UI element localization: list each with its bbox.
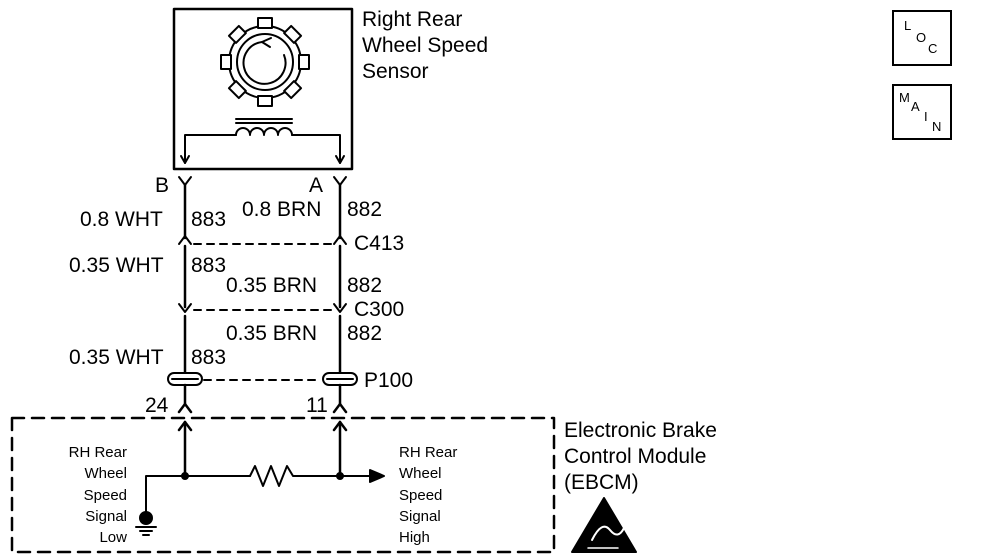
pin-11: 11 xyxy=(306,394,328,417)
wire-882-circuit-1: 882 xyxy=(347,198,383,221)
connector-p100 xyxy=(167,372,358,386)
coil-leads xyxy=(180,134,345,164)
terminal-a: A xyxy=(309,174,324,197)
terminal-b: B xyxy=(155,174,170,197)
wire-883-color-3: 0.35 WHT xyxy=(69,346,164,369)
wire-882-circuit-2: 882 xyxy=(347,274,383,297)
signal-high-line-5: High xyxy=(399,529,430,547)
loc-letter-c: C xyxy=(928,41,938,56)
main-letter-i: I xyxy=(924,109,928,124)
sensor-name-line-1: Right Rear xyxy=(362,8,463,31)
wire-882-color-2: 0.35 BRN xyxy=(226,274,318,297)
module-leads xyxy=(177,383,348,478)
signal-low-label: RH Rear Wheel Speed Signal Low xyxy=(69,442,127,548)
wire-883-circuit-2: 883 xyxy=(191,254,227,277)
ebcm-box xyxy=(10,416,556,554)
wire-882-circuit-3: 882 xyxy=(347,322,383,345)
esd-warning-icon xyxy=(571,497,637,553)
sensor-tone-wheel-icon xyxy=(220,17,310,107)
wire-883-color-1: 0.8 WHT xyxy=(80,208,163,231)
signal-high-line-4: Signal xyxy=(399,507,441,525)
sensor-name-line-3: Sensor xyxy=(362,60,429,83)
wire-882-color-3: 0.35 BRN xyxy=(226,322,318,345)
main-letter-n: N xyxy=(932,119,942,134)
wire-883-circuit-1: 883 xyxy=(191,208,227,231)
signal-high-line-2: Wheel xyxy=(399,465,442,483)
sensor-name: Right Rear Wheel Speed Sensor xyxy=(362,7,488,85)
signal-high-label: RH Rear Wheel Speed Signal High xyxy=(399,442,457,548)
main-button[interactable]: M A I N xyxy=(892,84,952,140)
signal-low-line-3: Speed xyxy=(83,486,127,504)
main-letter-a: A xyxy=(911,99,920,114)
signal-low-line-4: Signal xyxy=(85,507,127,525)
connector-p100-label: P100 xyxy=(364,369,414,392)
module-name-line-3: (EBCM) xyxy=(564,471,639,494)
signal-low-line-2: Wheel xyxy=(84,465,127,483)
connector-c300 xyxy=(178,303,347,313)
ebcm-internal-circuit xyxy=(145,469,385,513)
connector-c413-label: C413 xyxy=(354,232,405,255)
ground-icon xyxy=(135,511,157,536)
wire-882-color-1: 0.8 BRN xyxy=(242,198,322,221)
sensor-name-line-2: Wheel Speed xyxy=(362,34,489,57)
module-name-line-1: Electronic Brake xyxy=(564,419,717,442)
loc-letter-o: O xyxy=(916,30,927,45)
coil-icon xyxy=(235,118,293,136)
signal-high-line-3: Speed xyxy=(399,486,443,504)
signal-low-line-1: RH Rear xyxy=(68,444,127,461)
signal-high-line-1: RH Rear xyxy=(399,444,458,461)
sensor-box xyxy=(172,7,354,171)
signal-low-line-5: Low xyxy=(99,529,127,547)
connector-c413 xyxy=(178,235,347,245)
module-name: Electronic Brake Control Module (EBCM) xyxy=(564,418,717,496)
main-letter-m: M xyxy=(899,90,910,105)
wire-883-color-2: 0.35 WHT xyxy=(69,254,164,277)
wire-883-circuit-3: 883 xyxy=(191,346,227,369)
pin-24: 24 xyxy=(145,394,169,417)
module-name-line-2: Control Module xyxy=(564,445,707,468)
resistor-icon xyxy=(249,465,297,487)
connector-c300-label: C300 xyxy=(354,298,405,321)
loc-button[interactable]: L O C xyxy=(892,10,952,66)
loc-letter-l: L xyxy=(904,18,912,33)
